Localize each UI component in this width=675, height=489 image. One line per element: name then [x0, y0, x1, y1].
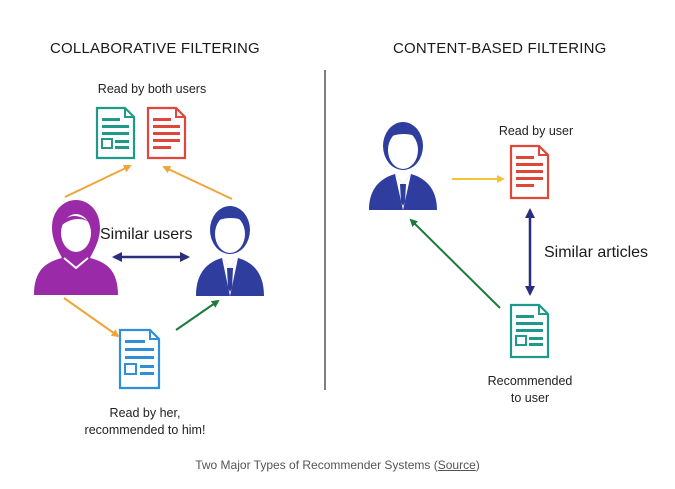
- caption-close-paren: ): [475, 458, 480, 472]
- man-user-icon: [196, 206, 264, 296]
- recommended-label-line2: to user: [510, 391, 550, 405]
- arrow-man-to-docs: [162, 165, 233, 200]
- document-blue-icon: [118, 328, 161, 390]
- arrow-woman-to-docs: [64, 164, 132, 198]
- read-by-user-label: Read by user: [498, 124, 574, 138]
- arrow-recommended-to-user: [409, 218, 501, 309]
- figure-caption: Two Major Types of Recommender Systems (…: [0, 458, 675, 472]
- arrow-recommended-to-man: [175, 299, 220, 331]
- woman-user-icon: [34, 200, 118, 295]
- document-read-icon: [509, 144, 550, 200]
- collaborative-heading: COLLABORATIVE FILTERING: [50, 40, 260, 57]
- source-link[interactable]: Source: [437, 458, 476, 472]
- document-red-icon: [146, 106, 187, 160]
- read-by-her-label-line1: Read by her,: [109, 406, 181, 420]
- document-recommended-icon: [509, 303, 550, 359]
- read-by-both-label: Read by both users: [97, 82, 207, 96]
- caption-text: Two Major Types of Recommender Systems (: [195, 458, 438, 472]
- similar-users-label: Similar users: [100, 226, 193, 243]
- content-user-icon: [369, 122, 437, 210]
- similar-articles-label: Similar articles: [544, 244, 649, 261]
- content-based-heading: CONTENT-BASED FILTERING: [393, 40, 607, 57]
- arrow-woman-to-recommended: [63, 297, 120, 338]
- read-by-her-label-line2: recommended to him!: [84, 423, 206, 437]
- recommended-label-line1: Recommended: [487, 374, 573, 388]
- document-teal-icon: [95, 106, 136, 160]
